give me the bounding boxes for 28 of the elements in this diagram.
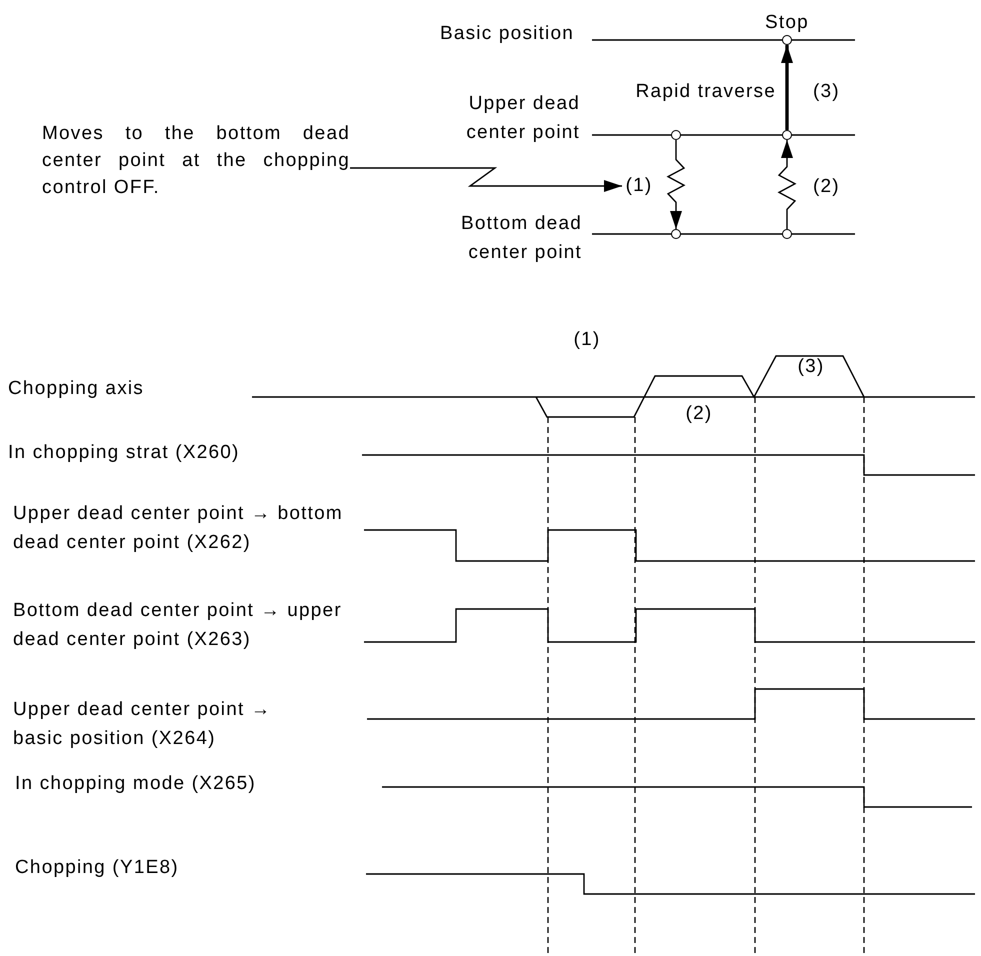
signal-label: In chopping mode (X265) [15,772,257,796]
step-number: (2) [684,402,714,426]
signal-label: Upper dead center point → bottom dead center point (X262) [13,502,344,555]
point-marker [782,130,792,140]
signal-label: Bottom dead center point → upper dead center point (X263) [13,599,343,652]
position-label: Bottom dead center point [460,212,582,265]
step-number: (1) [572,328,602,352]
point-marker [671,130,681,140]
step-number: (3) [813,80,841,104]
position-label: Upper dead center point [465,92,580,145]
point-marker [782,35,792,45]
point-marker [671,229,681,239]
signal-label: Chopping axis [8,377,146,401]
signal-label: Chopping (Y1E8) [15,856,180,880]
step-number: (1) [622,173,656,199]
position-label: Stop [764,11,810,35]
position-label: Basic position [438,22,574,46]
zigzag-arrow [778,140,796,229]
signal-label: Upper dead center point → basic position (X264) [13,698,272,751]
signal-label: In chopping strat (X260) [8,441,241,465]
arrow [781,45,793,130]
annotation-text: Rapid traverse [634,80,776,104]
step-number: (3) [796,355,826,379]
zigzag-arrow [666,140,686,229]
step-number: (2) [813,175,841,199]
callout-text: Moves to the bottom dead center point at the chopping control OFF. [42,120,350,201]
leader-arrow [350,167,622,192]
point-marker [782,229,792,239]
